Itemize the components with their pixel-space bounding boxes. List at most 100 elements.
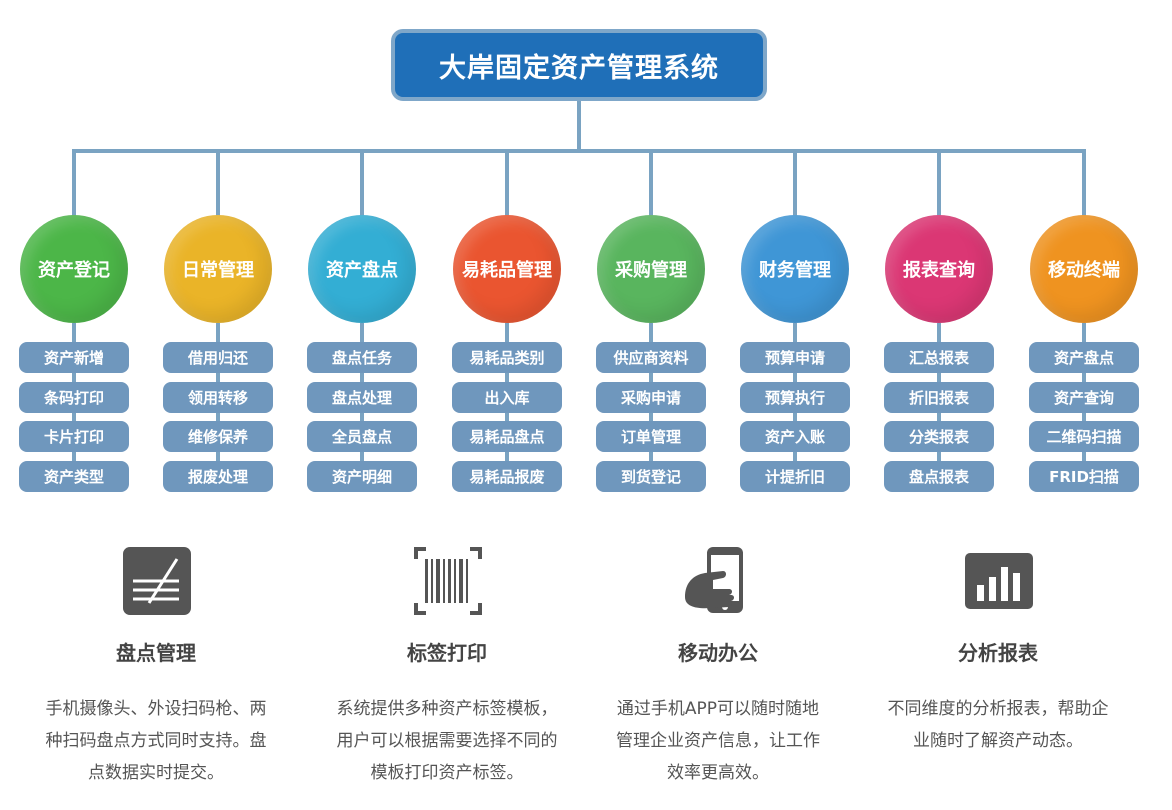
module-name: 日常管理 xyxy=(182,260,254,281)
module-item: 预算申请 xyxy=(740,342,850,373)
module-item-label: 借用归还 xyxy=(187,349,248,367)
module-item: 条码打印 xyxy=(19,382,129,413)
connector-drop xyxy=(793,149,797,217)
module-name: 资产登记 xyxy=(38,260,110,281)
module-item-label: 易耗品盘点 xyxy=(469,428,545,446)
module-item-label: 资产新增 xyxy=(43,349,104,367)
module-item: 借用归还 xyxy=(163,342,273,373)
barcode-icon xyxy=(414,547,482,615)
feature-description-line: 模板打印资产标签。 xyxy=(370,763,524,783)
module-name: 采购管理 xyxy=(615,260,687,281)
module-item: 二维码扫描 xyxy=(1029,421,1139,452)
module-item-label: 订单管理 xyxy=(620,428,681,446)
module-name: 移动终端 xyxy=(1048,260,1120,281)
connector-trunk xyxy=(577,101,581,151)
feature-description: 系统提供多种资产标签模板， 用户可以根据需要选择不同的 模板打印资产标签。 xyxy=(312,693,582,789)
connector-drop xyxy=(649,149,653,217)
module-item: 采购申请 xyxy=(596,382,706,413)
feature-description-line: 业随时了解资产动态。 xyxy=(913,731,1083,751)
connector-bus xyxy=(72,149,1086,153)
module-item: 汇总报表 xyxy=(884,342,994,373)
feature-description-line: 效率更高效。 xyxy=(667,763,769,783)
feature-description-line: 手机摄像头、外设扫码枪、两 xyxy=(45,699,267,719)
module-circle: 报表查询 xyxy=(885,215,993,323)
module-item: 维修保养 xyxy=(163,421,273,452)
inventory-icon xyxy=(123,547,191,615)
module-name: 财务管理 xyxy=(759,260,831,281)
connector-drop xyxy=(360,149,364,217)
feature-description: 通过手机APP可以随时随地 管理企业资产信息，让工作 效率更高效。 xyxy=(583,693,853,789)
module-item: 卡片打印 xyxy=(19,421,129,452)
module-item: 全员盘点 xyxy=(307,421,417,452)
module-item-label: 条码打印 xyxy=(43,389,104,407)
module-circle: 日常管理 xyxy=(164,215,272,323)
module-item-label: 资产明细 xyxy=(331,468,392,486)
module-item-label: 预算执行 xyxy=(764,389,825,407)
connector-drop xyxy=(505,149,509,217)
module-item: 盘点处理 xyxy=(307,382,417,413)
feature-description-line: 管理企业资产信息，让工作 xyxy=(616,731,820,751)
module-item: 资产盘点 xyxy=(1029,342,1139,373)
module-item: 资产新增 xyxy=(19,342,129,373)
module-item: 报废处理 xyxy=(163,461,273,492)
module-item-label: 分类报表 xyxy=(908,428,969,446)
module-item-label: 盘点报表 xyxy=(908,468,969,486)
module-circle: 易耗品管理 xyxy=(453,215,561,323)
module-item-label: 汇总报表 xyxy=(908,349,969,367)
module-item-label: 二维码扫描 xyxy=(1046,428,1122,446)
module-item-label: 资产类型 xyxy=(43,468,104,486)
mobile-hand-icon xyxy=(685,547,743,613)
module-item: 易耗品报废 xyxy=(452,461,562,492)
module-item: 出入库 xyxy=(452,382,562,413)
module-item: 领用转移 xyxy=(163,382,273,413)
module-item: 盘点报表 xyxy=(884,461,994,492)
module-item-label: 折旧报表 xyxy=(908,389,969,407)
module-name: 资产盘点 xyxy=(326,260,398,281)
module-item: FRID扫描 xyxy=(1029,461,1139,492)
bar-chart-icon xyxy=(965,553,1033,609)
module-item-label: 易耗品类别 xyxy=(469,349,545,367)
module-item-label: 资产盘点 xyxy=(1053,349,1114,367)
module-item: 盘点任务 xyxy=(307,342,417,373)
module-item-label: 盘点任务 xyxy=(331,349,392,367)
connector-drop xyxy=(216,149,220,217)
module-circle: 采购管理 xyxy=(597,215,705,323)
feature-title: 分析报表 xyxy=(958,641,1038,665)
system-title-box: 大岸固定资产管理系统 xyxy=(391,29,767,101)
feature-description-line: 系统提供多种资产标签模板， xyxy=(336,699,558,719)
feature-description-line: 种扫码盘点方式同时支持。盘 xyxy=(45,731,267,751)
module-circle: 财务管理 xyxy=(741,215,849,323)
module-circle: 资产登记 xyxy=(20,215,128,323)
module-item: 折旧报表 xyxy=(884,382,994,413)
feature-title: 标签打印 xyxy=(407,641,487,665)
module-item-label: 维修保养 xyxy=(187,428,248,446)
module-item: 易耗品盘点 xyxy=(452,421,562,452)
feature-title: 移动办公 xyxy=(678,641,758,665)
connector-drop xyxy=(72,149,76,217)
module-item-label: 采购申请 xyxy=(620,389,681,407)
module-item: 资产查询 xyxy=(1029,382,1139,413)
module-item-label: 全员盘点 xyxy=(331,428,392,446)
module-item: 资产明细 xyxy=(307,461,417,492)
module-item: 分类报表 xyxy=(884,421,994,452)
module-item-label: 领用转移 xyxy=(187,389,248,407)
module-item-label: 卡片打印 xyxy=(43,428,104,446)
connector-drop xyxy=(1082,149,1086,217)
feature-description: 不同维度的分析报表，帮助企 业随时了解资产动态。 xyxy=(863,693,1133,757)
module-item-label: 供应商资料 xyxy=(613,349,689,367)
module-item-label: 报废处理 xyxy=(187,468,248,486)
module-item-label: 易耗品报废 xyxy=(469,468,545,486)
connector-drop xyxy=(937,149,941,217)
feature-description-line: 通过手机APP可以随时随地 xyxy=(616,699,820,719)
module-item: 到货登记 xyxy=(596,461,706,492)
module-name: 报表查询 xyxy=(903,260,975,281)
feature-description-line: 点数据实时提交。 xyxy=(88,763,224,783)
module-item-label: 计提折旧 xyxy=(764,468,825,486)
module-circle: 资产盘点 xyxy=(308,215,416,323)
module-item: 资产入账 xyxy=(740,421,850,452)
module-item-label: 资产入账 xyxy=(764,428,825,446)
module-item: 供应商资料 xyxy=(596,342,706,373)
module-item-label: 盘点处理 xyxy=(331,389,392,407)
module-item-label: 资产查询 xyxy=(1053,389,1114,407)
